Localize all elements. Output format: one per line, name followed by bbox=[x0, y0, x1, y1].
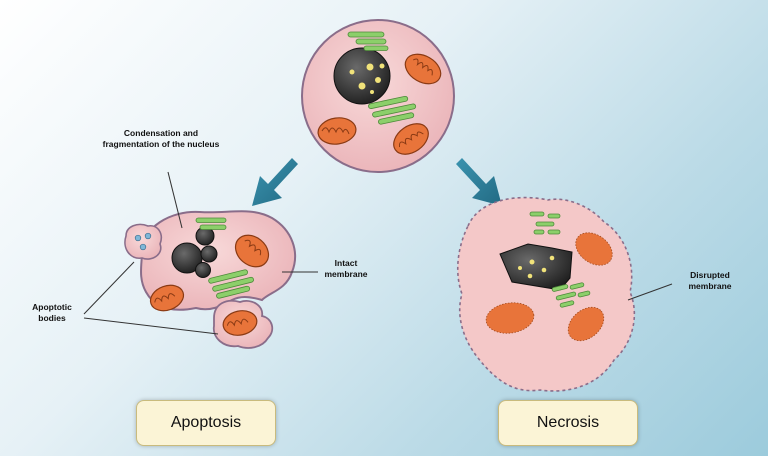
label-disrupted-membrane: Disrupted membrane bbox=[688, 270, 732, 291]
healthy-golgi-top bbox=[347, 31, 389, 51]
label-apoptotic-bodies: Apoptotic bodies bbox=[32, 302, 72, 323]
arrow-to-apoptosis bbox=[252, 158, 298, 206]
label-intact-membrane: Intact membrane bbox=[324, 258, 368, 279]
apoptotic-golgi-top bbox=[195, 217, 227, 230]
apoptotic-body-left bbox=[124, 223, 163, 260]
healthy-golgi-bottom bbox=[368, 95, 417, 125]
title-necrosis: Necrosis bbox=[498, 400, 638, 446]
leader-nucleus bbox=[167, 171, 183, 229]
healthy-mitochondria bbox=[317, 53, 442, 155]
arrow-to-necrosis bbox=[456, 158, 502, 206]
leader-lines bbox=[83, 171, 673, 335]
necrotic-cell bbox=[456, 196, 636, 392]
leader-disrupted-membrane bbox=[627, 283, 673, 301]
necrotic-golgi bbox=[529, 211, 591, 308]
apoptotic-cell bbox=[140, 210, 297, 312]
apoptotic-golgi-bottom bbox=[208, 269, 254, 299]
necrotic-mitochondria bbox=[485, 232, 613, 342]
leader-body-right bbox=[83, 317, 219, 335]
healthy-nucleus bbox=[333, 47, 391, 105]
necrotic-nucleus bbox=[499, 243, 573, 291]
leader-body-left bbox=[83, 261, 135, 315]
healthy-cell bbox=[301, 19, 455, 173]
label-nucleus-condensation: Condensation and fragmentation of the nu… bbox=[102, 128, 220, 149]
title-apoptosis: Apoptosis bbox=[136, 400, 276, 446]
apoptotic-body-right bbox=[212, 299, 274, 349]
fragmented-nucleus bbox=[171, 226, 218, 278]
